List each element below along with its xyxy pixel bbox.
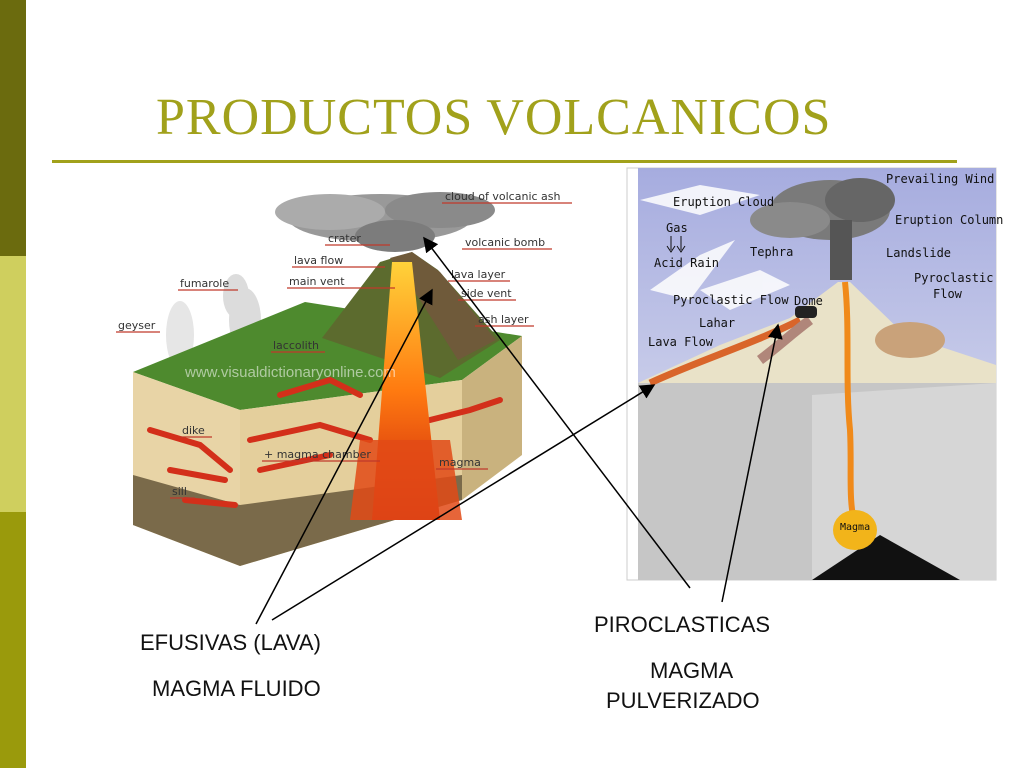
block-right-face	[462, 336, 522, 500]
label-geyser: geyser	[118, 319, 156, 332]
arrow-piroclasticas-to-right-flow	[721, 323, 783, 603]
piroclasticas-description-line2: PULVERIZADO	[606, 688, 760, 713]
piroclasticas-title: PIROCLASTICAS	[594, 612, 771, 637]
label-magma: magma	[439, 456, 481, 469]
label-laccolith: laccolith	[273, 339, 319, 352]
arrow-efusivas-to-left-lava	[255, 288, 433, 625]
intrusions	[147, 376, 503, 508]
label-eruption-column: Eruption Column	[895, 213, 1003, 227]
label-lava-flow: lava flow	[294, 254, 343, 267]
label-dome: Dome	[794, 294, 823, 308]
label-main-vent: main vent	[289, 275, 345, 288]
sidebar-band-top	[0, 0, 26, 256]
label-pyroclastic-right-2: Flow	[933, 287, 963, 301]
dark-base	[812, 535, 960, 580]
label-ash-layer: ash layer	[478, 313, 529, 326]
efusivas-description: MAGMA FLUIDO	[152, 676, 321, 701]
pointer-arrows	[255, 236, 783, 625]
label-pyroclastic-right-1: Pyroclastic	[914, 271, 993, 285]
efusivas-title: EFUSIVAS (LAVA)	[140, 630, 321, 655]
magma-chamber-right	[833, 510, 877, 550]
label-magma-right: Magma	[840, 522, 870, 533]
label-cloud-of-volcanic-ash: cloud of volcanic ash	[445, 190, 561, 203]
label-prevailing-wind: Prevailing Wind	[886, 172, 994, 186]
label-side-vent: side vent	[461, 287, 512, 300]
magma-chamber	[350, 440, 462, 520]
volcano-flank	[390, 252, 496, 360]
piroclasticas-description-line1: MAGMA	[650, 658, 734, 683]
lahar-flow	[756, 316, 814, 364]
right-eruption-figure: Prevailing Wind Eruption Cloud Eruption …	[626, 167, 1003, 581]
landslide-deposit	[875, 322, 945, 358]
slide-title: PRODUCTOS VOLCANICOS	[156, 89, 832, 146]
label-acid-rain: Acid Rain	[654, 256, 719, 270]
sidebar-band-middle	[0, 256, 26, 512]
label-tephra: Tephra	[750, 245, 793, 259]
left-volcano-figure: www.visualdictionaryonline.com cloud of …	[116, 190, 572, 566]
dome	[795, 306, 817, 318]
arrow-efusivas-to-right-lava	[271, 384, 656, 621]
label-gas: Gas	[666, 221, 688, 235]
label-lava-layer: lava layer	[451, 268, 506, 281]
surface-lava-flow	[648, 316, 802, 387]
label-pyroclastic-flow-left: Pyroclastic Flow	[673, 293, 789, 307]
label-crater: crater	[328, 232, 361, 245]
label-dike: dike	[182, 424, 205, 437]
label-fumarole: fumarole	[180, 277, 229, 290]
label-sill: sill	[172, 485, 187, 498]
sidebar-band-bottom	[0, 512, 26, 768]
label-landslide: Landslide	[886, 246, 951, 260]
label-volcanic-bomb: volcanic bomb	[465, 236, 545, 249]
arrow-piroclasticas-to-left-ash	[423, 236, 691, 589]
ash-cloud	[275, 192, 495, 252]
label-magma-chamber: + magma chamber	[264, 448, 371, 461]
watermark: www.visualdictionaryonline.com	[184, 364, 396, 381]
ash-streaks	[640, 185, 790, 310]
gas-arrows	[666, 236, 686, 253]
label-lahar: Lahar	[699, 316, 735, 330]
label-eruption-cloud: Eruption Cloud	[673, 195, 774, 209]
magma-conduit	[842, 281, 858, 526]
bedrock-front	[133, 475, 240, 566]
label-lava-flow-right: Lava Flow	[648, 335, 714, 349]
title-rule	[52, 160, 957, 163]
left-label-lines	[116, 202, 572, 499]
eruption-column	[750, 178, 895, 280]
